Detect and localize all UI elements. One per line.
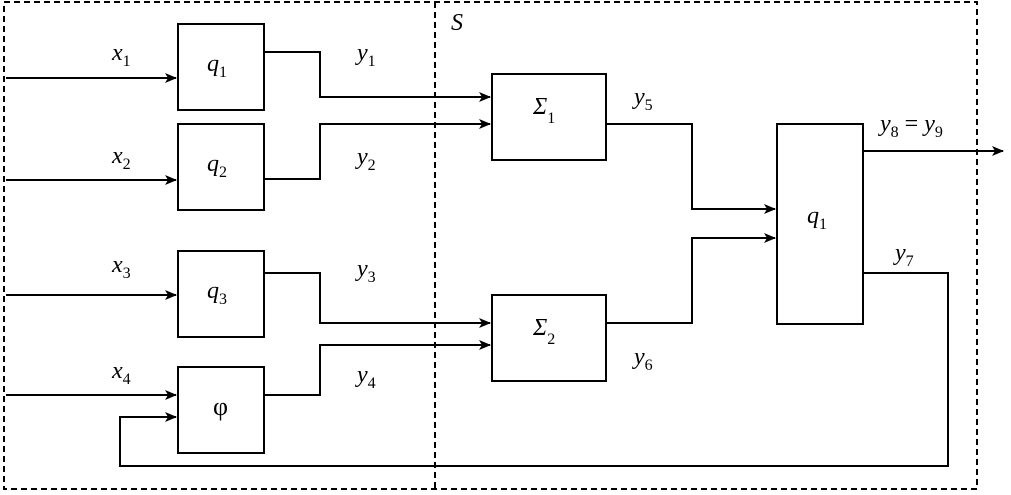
wire-y5 <box>606 123 776 214</box>
wire-y4 <box>264 340 491 396</box>
block-q2-label: q2 <box>207 151 227 181</box>
wire-y2 <box>264 119 491 180</box>
block-q3-label: q3 <box>207 278 227 308</box>
wire-y1 <box>264 51 491 102</box>
signal-label-y7: y7 <box>893 240 914 270</box>
wire-y3 <box>264 272 491 328</box>
block-sum1-label: Σ1 <box>532 94 555 127</box>
block-q1 <box>177 23 265 111</box>
feedback-wire-y7 <box>119 272 949 467</box>
block-q-out-label: q1 <box>807 203 827 233</box>
block-sum2-label: Σ2 <box>532 315 555 348</box>
block-phi <box>177 366 265 454</box>
block-phi-label: φ <box>213 392 228 421</box>
input-label-x2: x2 <box>111 143 131 173</box>
input-label-x4: x4 <box>111 358 131 388</box>
output-label: y8 = y9 <box>878 111 943 141</box>
block-q2 <box>177 123 265 211</box>
input-label-x1: x1 <box>111 40 131 70</box>
signal-label-y5: y5 <box>632 84 653 114</box>
signal-label-y2: y2 <box>355 144 376 174</box>
block-q-out <box>776 123 864 325</box>
signal-label-y3: y3 <box>355 256 376 286</box>
signal-label-y4: y4 <box>355 362 376 392</box>
signal-label-y6: y6 <box>632 344 653 374</box>
block-sum2 <box>491 294 607 382</box>
signal-label-y1: y1 <box>355 40 376 70</box>
block-q1-label: q1 <box>207 51 227 81</box>
input-label-x3: x3 <box>111 252 131 282</box>
block-q3 <box>177 250 265 338</box>
wire-y6 <box>606 233 776 324</box>
boundary-label-s: S <box>451 10 463 36</box>
block-sum1 <box>491 73 607 161</box>
